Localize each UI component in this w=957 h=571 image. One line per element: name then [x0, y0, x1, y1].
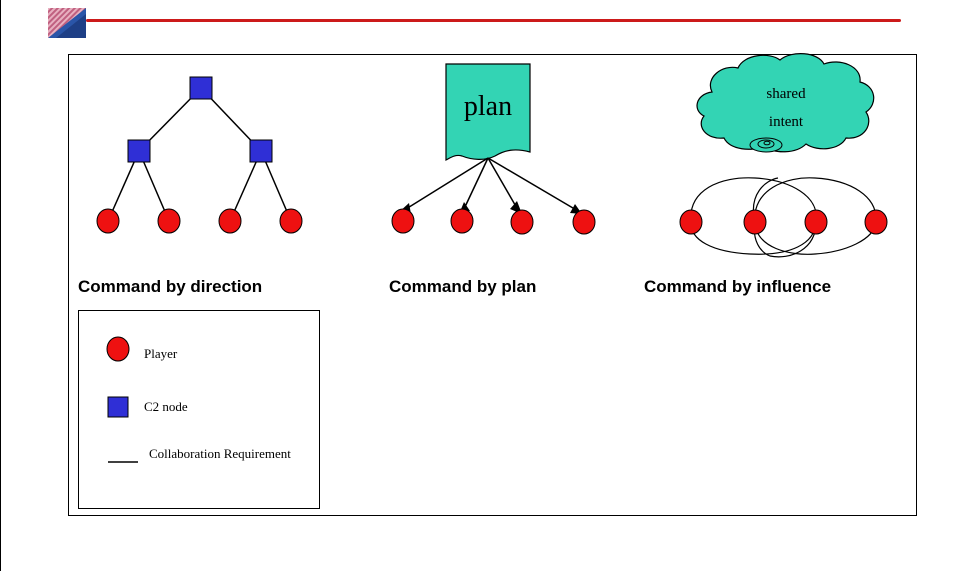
- legend-label-player: Player: [144, 346, 178, 361]
- cloud-text-line1: shared: [766, 86, 806, 102]
- player-node: [218, 208, 242, 234]
- player-node: [743, 209, 767, 235]
- player-node: [157, 208, 181, 234]
- blue-square-icon: [107, 396, 129, 418]
- player-node: [864, 209, 888, 235]
- hierarchy-diagram: [96, 76, 303, 234]
- red-circle-icon: [106, 336, 130, 362]
- collaboration-loops: [690, 177, 877, 258]
- plan-box-label: plan: [464, 91, 512, 122]
- c2-node-top: [189, 76, 213, 100]
- shared-intent-cloud: [696, 53, 875, 153]
- player-node: [391, 208, 415, 234]
- slide-left-border: [0, 0, 1, 571]
- plan-diagram: plan: [391, 63, 596, 235]
- player-node: [510, 209, 534, 235]
- influence-diagram: shared intent: [679, 53, 888, 258]
- player-node: [450, 208, 474, 234]
- legend-label-collaboration: Collaboration Requirement: [149, 446, 291, 461]
- player-node: [679, 209, 703, 235]
- player-node: [804, 209, 828, 235]
- plan-document-shape: [445, 63, 531, 161]
- player-node: [572, 209, 596, 235]
- legend-icons: [106, 336, 138, 463]
- caption-plan: Command by plan: [389, 277, 537, 296]
- legend-label-c2-node: C2 node: [144, 399, 188, 414]
- slide-logo: [48, 8, 86, 38]
- diagram-panel: [68, 54, 917, 516]
- c2-node-left: [127, 139, 151, 163]
- c2-node-right: [249, 139, 273, 163]
- arrowheads: [398, 201, 582, 214]
- player-node: [279, 208, 303, 234]
- legend-box: [78, 310, 320, 509]
- caption-influence: Command by influence: [644, 277, 832, 296]
- title-rule: [86, 19, 901, 22]
- cloud-text-line2: intent: [769, 114, 804, 130]
- caption-direction: Command by direction: [78, 277, 263, 296]
- player-node: [96, 208, 120, 234]
